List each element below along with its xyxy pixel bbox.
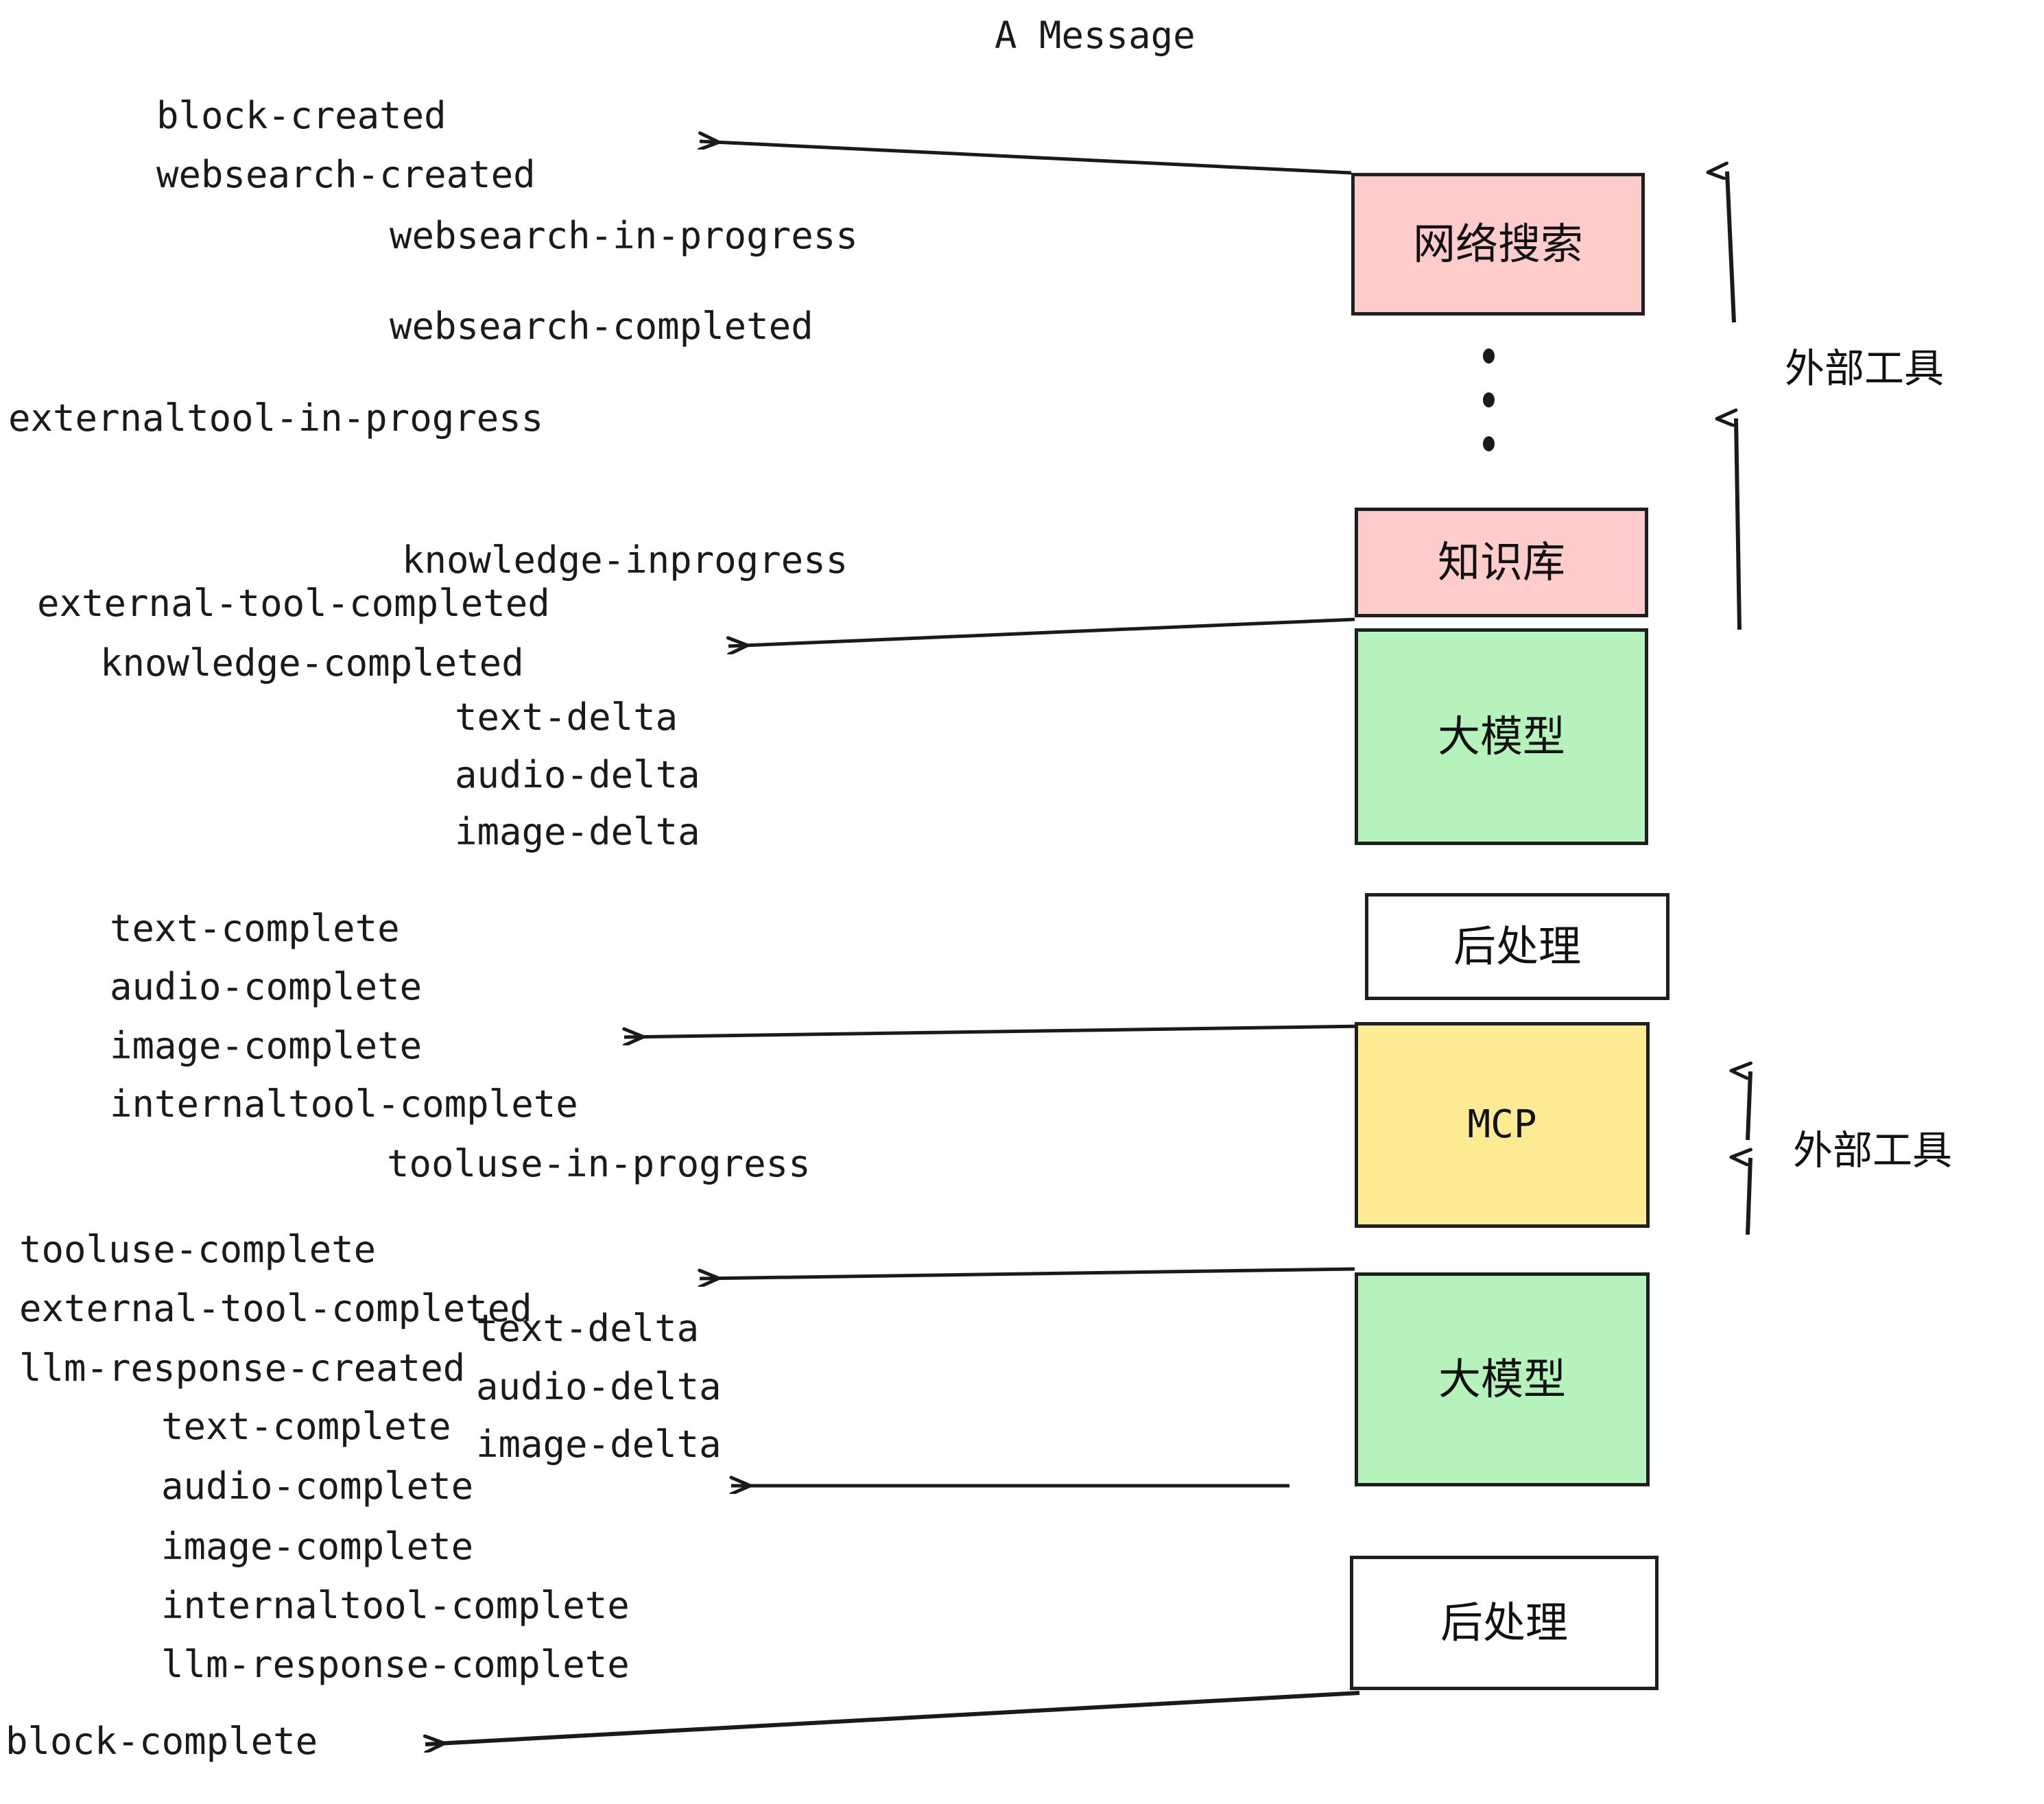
arrow-post2-to-block [425, 1691, 1360, 1744]
event-internaltool-complete-1: internaltool-complete [110, 1082, 578, 1126]
side-label-external-tools-bottom: 外部工具 [1793, 1127, 1953, 1174]
event-image-delta-1: image-delta [455, 810, 700, 853]
vertical-ellipsis-icon [1482, 348, 1495, 451]
node-knowledge-label: 知识库 [1437, 537, 1565, 587]
event-internaltool-complete-2: internaltool-complete [161, 1584, 630, 1627]
event-llm-response-complete: llm-response-complete [161, 1643, 630, 1686]
node-postprocess-2-label: 后处理 [1440, 1598, 1568, 1648]
event-audio-complete-1: audio-complete [110, 965, 423, 1008]
node-llm-2-label: 大模型 [1438, 1354, 1566, 1404]
scope-arrow-up-top [1727, 171, 1736, 323]
node-llm-1-label: 大模型 [1437, 711, 1565, 761]
event-tooluse-in-progress: tooluse-in-progress [387, 1142, 811, 1185]
arrow-websearch-to-block [700, 141, 1352, 175]
event-block-created: block-created [156, 94, 447, 137]
node-postprocess-1-label: 后处理 [1453, 921, 1581, 971]
scope-arrow-up-bottom [1748, 1071, 1752, 1141]
event-image-delta-2: image-delta [476, 1423, 722, 1466]
diagram-title: A Message [995, 14, 1196, 57]
event-external-tool-completed: external-tool-completed [37, 582, 550, 625]
event-image-complete-2: image-complete [161, 1525, 474, 1568]
node-websearch[interactable]: 网络搜索 [1351, 173, 1645, 316]
node-llm-1[interactable]: 大模型 [1355, 628, 1648, 845]
node-knowledge[interactable]: 知识库 [1355, 508, 1648, 617]
arrow-llm1-to-completes [624, 1024, 1366, 1037]
arrow-knowledge-to-events [728, 617, 1355, 646]
node-mcp[interactable]: MCP [1355, 1022, 1650, 1228]
event-tooluse-complete: tooluse-complete [19, 1228, 377, 1271]
event-externaltool-in-progress: externaltool-in-progress [8, 396, 544, 440]
event-text-delta-2: text-delta [476, 1307, 700, 1350]
event-image-complete-1: image-complete [110, 1024, 423, 1067]
side-label-external-tools-top: 外部工具 [1785, 345, 1945, 392]
node-websearch-label: 网络搜索 [1412, 219, 1583, 269]
event-knowledge-inprogress: knowledge-inprogress [402, 538, 848, 582]
node-postprocess-2[interactable]: 后处理 [1350, 1556, 1659, 1690]
node-postprocess-1[interactable]: 后处理 [1365, 893, 1669, 1000]
event-text-complete-2: text-complete [161, 1405, 451, 1448]
event-websearch-in-progress: websearch-in-progress [390, 214, 858, 257]
event-external-tool-completed-2: external-tool-completed [19, 1287, 532, 1330]
node-mcp-label: MCP [1467, 1102, 1537, 1147]
event-text-delta-1: text-delta [455, 696, 678, 739]
event-knowledge-completed: knowledge-completed [100, 641, 524, 685]
event-block-complete: block-complete [5, 1720, 318, 1763]
event-websearch-completed: websearch-completed [390, 305, 813, 348]
scope-arrow-down-top [1736, 418, 1742, 630]
scope-arrow-down-bottom [1748, 1158, 1752, 1235]
event-text-complete-1: text-complete [110, 907, 400, 950]
event-llm-response-created: llm-response-created [19, 1346, 466, 1390]
arrow-mcp-to-tooluse [700, 1267, 1355, 1279]
event-audio-complete-2: audio-complete [161, 1464, 474, 1508]
event-websearch-created: websearch-created [156, 153, 536, 196]
node-llm-2[interactable]: 大模型 [1355, 1272, 1650, 1486]
event-audio-delta-1: audio-delta [455, 753, 700, 796]
event-audio-delta-2: audio-delta [476, 1365, 722, 1408]
